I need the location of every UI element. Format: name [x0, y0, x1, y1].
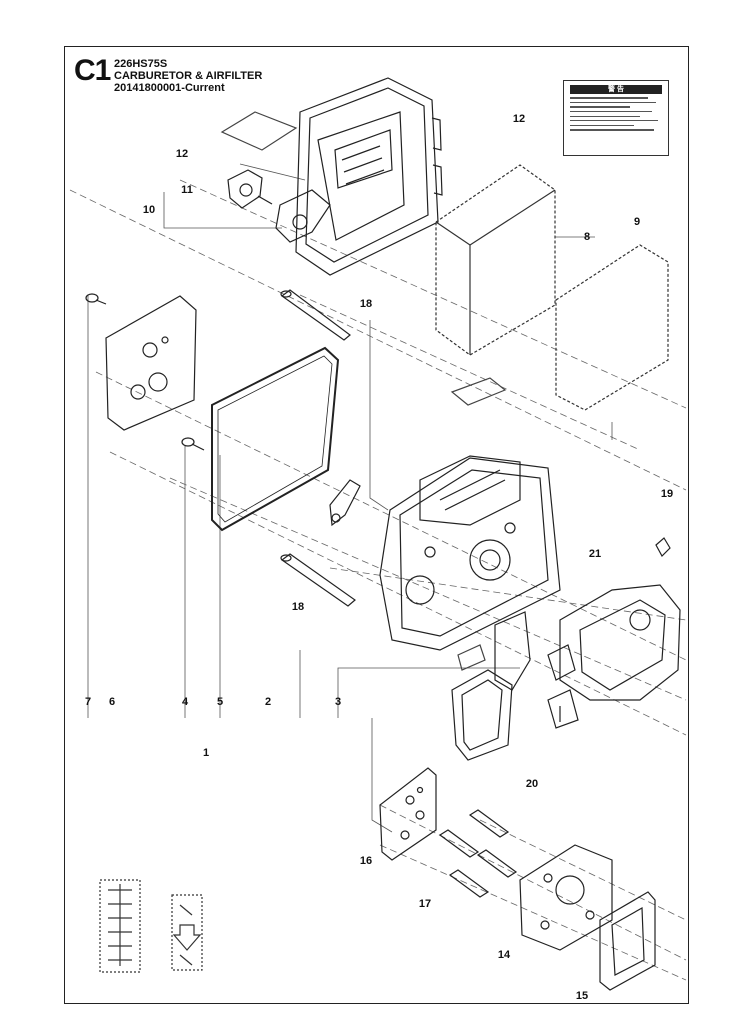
callout-1: 1: [202, 747, 210, 759]
callout-17: 17: [418, 898, 432, 910]
filter-holder: [379, 455, 561, 651]
callout-19: 19: [660, 488, 674, 500]
choke-lever: [329, 479, 361, 527]
decal-artwork-arrow: [171, 894, 203, 971]
decal-artwork-left: [99, 879, 141, 973]
callout-12-right: 12: [512, 113, 526, 125]
callout-8: 8: [583, 231, 591, 243]
foam-filter: [435, 164, 556, 356]
intake-manifold: [519, 844, 613, 951]
leader-lines: [87, 163, 613, 833]
pre-filter: [555, 244, 669, 411]
callout-9: 9: [633, 216, 641, 228]
long-bolts: [280, 289, 356, 607]
model-number: 226HS75S: [114, 58, 168, 70]
small-label: [450, 377, 507, 406]
callout-10: 10: [142, 204, 156, 216]
air-filter-cover: [295, 77, 443, 276]
callout-12-left: 12: [175, 148, 189, 160]
callout-2: 2: [264, 696, 272, 708]
callout-21: 21: [588, 548, 602, 560]
diagram-title: CARBURETOR & AIRFILTER: [114, 70, 263, 82]
drawing-frame: [64, 46, 689, 1004]
wire-clip: [655, 537, 671, 557]
intake-gasket: [599, 891, 656, 991]
callout-20: 20: [525, 778, 539, 790]
warning-decal: 警 告: [563, 80, 669, 156]
callout-4: 4: [181, 696, 189, 708]
callout-18-top: 18: [359, 298, 373, 310]
callout-3: 3: [334, 696, 342, 708]
callout-5: 5: [216, 696, 224, 708]
callout-16: 16: [359, 855, 373, 867]
front-plate: [105, 295, 197, 431]
section-code: C1: [74, 54, 111, 87]
assembly-axes: [69, 179, 687, 981]
callout-6: 6: [108, 696, 116, 708]
callout-7: 7: [84, 696, 92, 708]
intake-screws: [438, 809, 518, 898]
gasket: [211, 346, 340, 532]
callout-18-bottom: 18: [291, 601, 305, 613]
callout-14: 14: [497, 949, 511, 961]
screws: [85, 293, 205, 451]
warning-decal-text-lines: [564, 97, 668, 131]
warning-decal-heading: 警 告: [570, 85, 662, 94]
decal-sheet: [220, 111, 298, 151]
air-deflector: [451, 669, 513, 761]
serial-range: 20141800001-Current: [114, 82, 225, 94]
choke-shaft: [494, 611, 531, 691]
insulator-gasket: [379, 767, 437, 861]
cover-knob: [227, 169, 331, 243]
callout-11: 11: [181, 184, 193, 196]
carburetor: [547, 584, 681, 729]
callout-15: 15: [575, 990, 589, 1002]
